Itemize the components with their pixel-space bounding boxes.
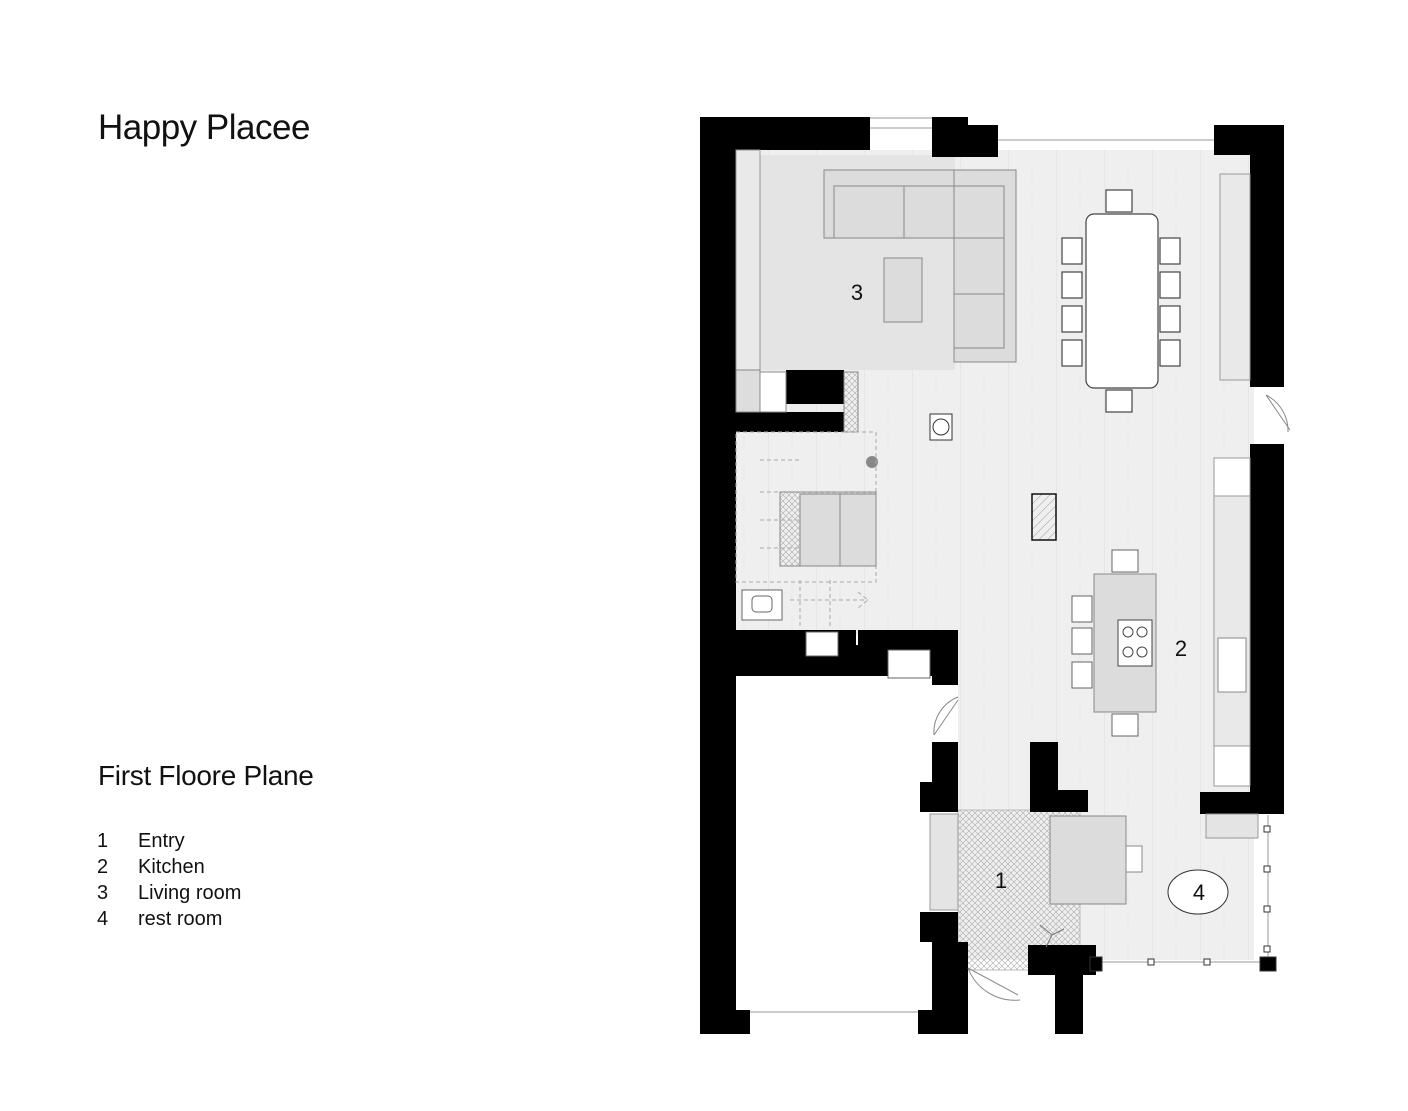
toilet [741,589,783,621]
legend-label: Kitchen [138,856,205,878]
legend-item: 3 Living room [97,880,241,906]
sofa [823,169,1017,363]
stool [1111,713,1139,737]
legend-item: 4 rest room [97,906,241,932]
column-circle [932,418,950,436]
stool [1071,595,1093,623]
legend-number: 3 [97,882,109,904]
kitchen-counter [1213,457,1251,779]
legend-item: 2 Kitchen [97,854,241,880]
plant-icon [1039,924,1065,948]
oven [1213,745,1251,787]
shoe-cabinet [929,813,959,911]
stool [1111,549,1139,573]
page-title: Happy Placee [98,108,310,147]
wash-basin [887,649,931,679]
stool [1071,627,1093,655]
rest-table [1167,869,1229,915]
fireplace-block [735,369,761,413]
entry-chair [1125,845,1143,873]
legend-number: 4 [97,908,109,930]
rest-shelf [1205,813,1259,839]
legend-label: Living room [138,882,242,904]
room-label-entry: 1 [995,868,1007,893]
newel-post [866,456,878,468]
room-label-living: 3 [851,280,863,305]
wash-basin [805,631,839,657]
fireplace-hatch [843,371,859,433]
walls [700,117,1284,1034]
burners [1122,626,1148,658]
legend-label: rest room [138,908,223,930]
doors [933,394,1291,1001]
room-label-kitchen: 2 [1175,636,1187,661]
stool [1071,661,1093,689]
sink [1217,637,1247,693]
coffee-table [883,257,923,323]
cooktop [1117,619,1153,667]
plan-subtitle: First Floore Plane [98,760,314,791]
legend-label: Entry [138,830,185,852]
fridge [1213,457,1251,497]
legend-number: 2 [97,856,109,878]
chimney-flue [1031,493,1057,541]
sideboard [1219,173,1251,381]
room-label-restroom: 4 [1193,880,1205,905]
toilet-bowl [751,595,773,613]
tv-cabinet [735,149,761,371]
window-lines [750,117,1269,1013]
legend-number: 1 [97,830,109,852]
stair-bench [799,493,877,567]
legend-item: 1 Entry [97,828,241,854]
fireplace-block [759,371,787,413]
window-posts [1089,825,1277,972]
dining-table [1061,189,1181,413]
staircase [735,431,877,628]
room-legend: 1 Entry 2 Kitchen 3 Living room 4 rest room [97,828,241,932]
entry-bench [1049,815,1127,905]
